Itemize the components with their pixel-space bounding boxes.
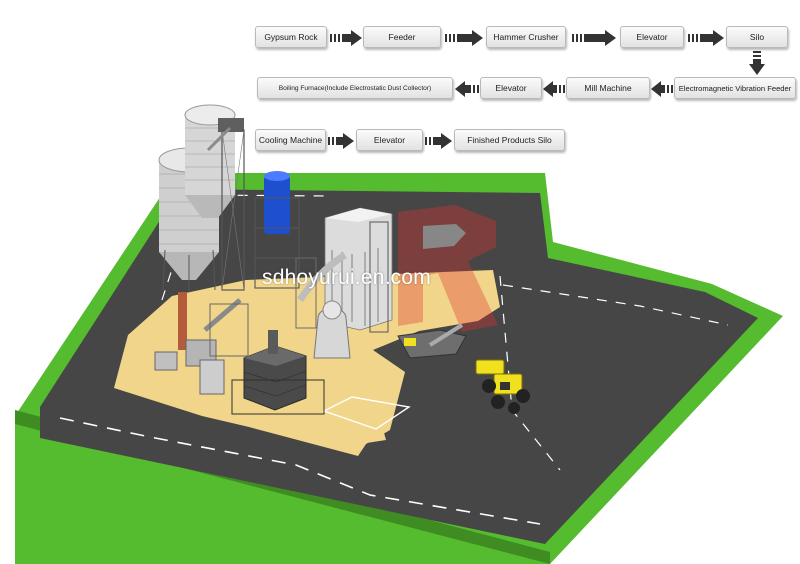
asphalt-yard (40, 189, 758, 544)
flow-box-elevator-2: Elevator (480, 77, 542, 99)
flow-box-gypsum-rock: Gypsum Rock (255, 26, 327, 48)
brand-logo-watermark (398, 205, 498, 332)
striped-left-arrow-icon (651, 81, 673, 97)
wheel-loader (475, 359, 530, 414)
road-line (502, 284, 729, 326)
flow-box-hammer-crusher: Hammer Crusher (486, 26, 566, 48)
striped-right-arrow-icon (328, 133, 354, 149)
chimney (178, 292, 187, 350)
feeder-hopper (397, 323, 467, 359)
white-marking-area (322, 396, 411, 430)
striped-right-arrow-icon (425, 133, 452, 149)
road-line (59, 417, 541, 525)
striped-right-arrow-icon (445, 30, 483, 46)
website-watermark: sdhoyurui.en.com (262, 266, 431, 289)
boiling-furnace (231, 330, 325, 415)
hammer-crusher-area (154, 298, 249, 395)
striped-down-arrow-icon (749, 51, 765, 75)
striped-left-arrow-icon (455, 81, 479, 97)
striped-right-arrow-icon (330, 30, 362, 46)
flow-box-vibration-feeder: Electromagnetic Vibration Feeder (674, 77, 796, 99)
dust-collector-building (324, 207, 393, 333)
flow-box-elevator-1: Elevator (620, 26, 684, 48)
striped-left-arrow-icon (543, 81, 565, 97)
flow-box-boiling-furnace: Boiling Furnace(Include Electrostatic Du… (257, 77, 453, 99)
flow-box-finished-silo: Finished Products Silo (454, 129, 565, 151)
mill-machine (295, 251, 351, 359)
striped-right-arrow-icon (688, 30, 724, 46)
flow-box-mill-machine: Mill Machine (566, 77, 650, 99)
flow-box-feeder: Feeder (363, 26, 441, 48)
sand-strip (334, 412, 386, 444)
flow-box-cooling-machine: Cooling Machine (255, 129, 326, 151)
bucket-elevator-tower (206, 118, 245, 291)
flow-box-elevator-3: Elevator (356, 129, 423, 151)
striped-right-arrow-icon (572, 30, 616, 46)
flow-box-silo: Silo (726, 26, 788, 48)
blue-dryer-column (254, 171, 300, 289)
